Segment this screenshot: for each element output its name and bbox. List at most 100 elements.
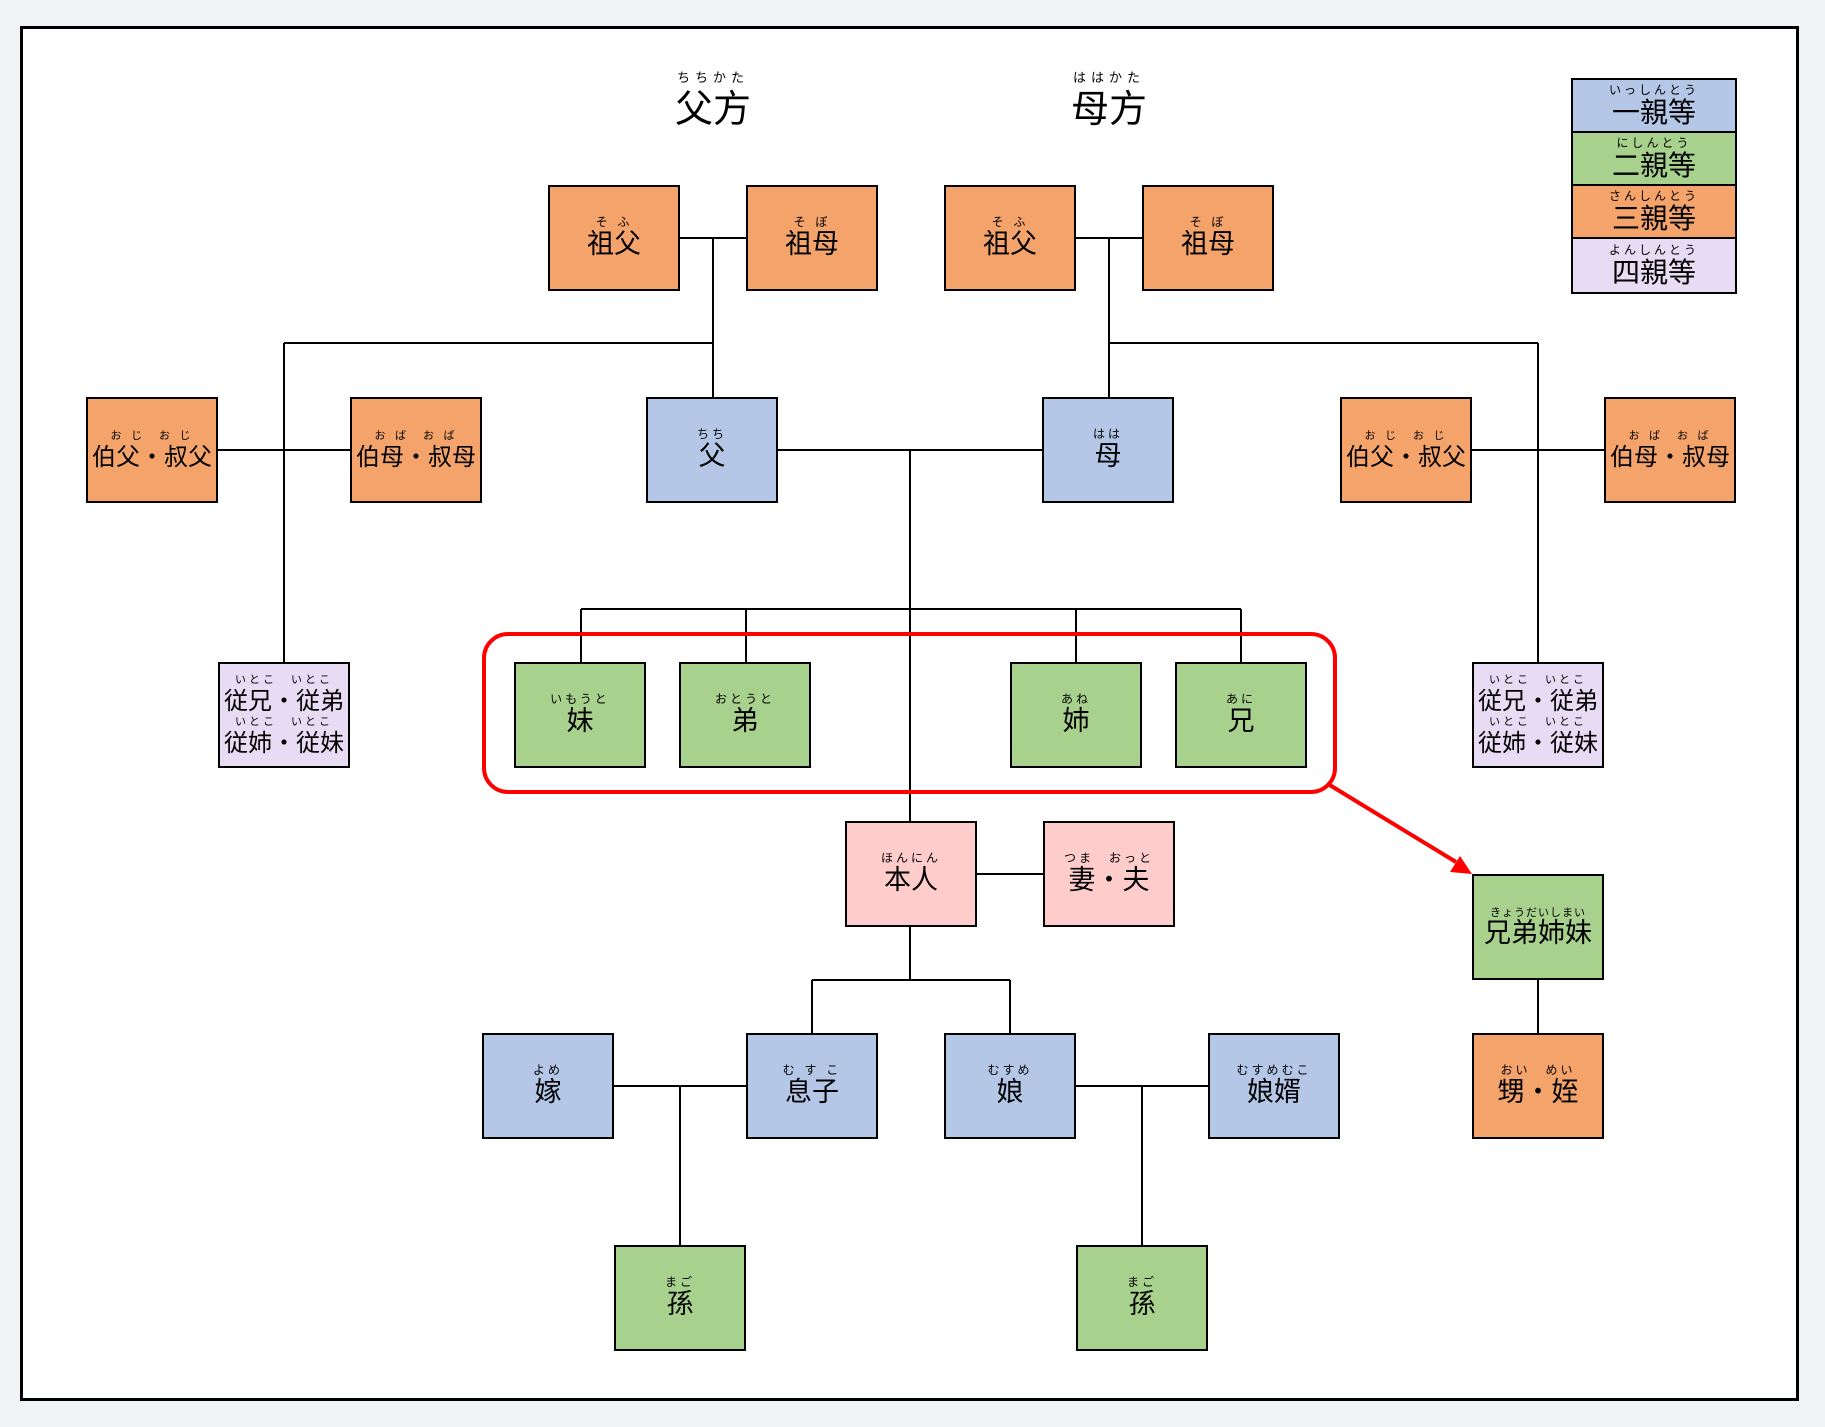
node-grandchild-1: まご 孫 [614, 1245, 746, 1351]
node-label: 本人 [884, 865, 938, 896]
node-daughter-in-law: よめ 嫁 [482, 1033, 614, 1139]
node-ruby: はは [1092, 427, 1123, 441]
node-label: 祖父 [983, 229, 1037, 260]
node-ruby: いとこ いとこ [235, 715, 333, 728]
node-ruby: おい めい [1500, 1063, 1576, 1077]
node-ruby: いとこ いとこ [235, 673, 333, 686]
node-label: 祖母 [1181, 229, 1235, 260]
node-ruby: お ば お ば [1628, 429, 1712, 442]
node-grandmother-maternal: そ ぼ 祖母 [1142, 185, 1274, 291]
node-daughter: むすめ 娘 [944, 1033, 1076, 1139]
highlight-arrow-line [1326, 782, 1458, 864]
node-ruby: そ ふ [595, 215, 633, 229]
node-label: 兄 [1227, 706, 1255, 737]
node-ruby: きょうだいしまい [1490, 906, 1586, 919]
node-grandfather-paternal: そ ふ 祖父 [548, 185, 680, 291]
node-nephew-niece: おい めい 甥・姪 [1472, 1033, 1604, 1139]
node-grandmother-paternal: そ ぼ 祖母 [746, 185, 878, 291]
legend-ruby: よんしんとう [1608, 242, 1699, 257]
node-label: 父 [698, 441, 726, 472]
heading-maternal-ruby: ははかた [1072, 71, 1145, 86]
node-cousins-maternal: いとこ いとこ 従兄・従弟 いとこ いとこ 従姉・従妹 [1472, 662, 1604, 768]
node-son-in-law: むすめむこ 娘婿 [1208, 1033, 1340, 1139]
node-younger-brother: おとうと 弟 [679, 662, 811, 768]
node-ruby: そ ふ [991, 215, 1029, 229]
node-label: 甥・姪 [1497, 1077, 1579, 1108]
node-label: 妻・夫 [1068, 865, 1150, 896]
node-ruby: あに [1225, 692, 1256, 706]
legend-ruby: にしんとう [1616, 135, 1692, 150]
node-older-sister: あね 姉 [1010, 662, 1142, 768]
node-label: 祖父 [587, 229, 641, 260]
node-uncle-maternal: お じ お じ 伯父・叔父 [1340, 397, 1472, 503]
node-label: 祖母 [785, 229, 839, 260]
node-label: 嫁 [534, 1077, 562, 1108]
heading-paternal-label: 父方 [674, 87, 751, 131]
node-label: 従兄・従弟 [224, 687, 344, 715]
node-label: 娘婿 [1247, 1077, 1301, 1108]
heading-maternal: ははかた 母方 [1009, 72, 1209, 132]
legend-label: 二親等 [1611, 148, 1696, 182]
node-label: 孫 [1128, 1289, 1156, 1320]
node-uncle-paternal: お じ お じ 伯父・叔父 [86, 397, 218, 503]
node-ruby: まご [1126, 1275, 1157, 1289]
node-ruby: おとうと [714, 692, 775, 706]
legend-item-2: にしんとう 二親等 [1573, 133, 1735, 186]
legend-ruby: いっしんとう [1608, 82, 1699, 97]
node-aunt-maternal: お ば お ば 伯母・叔母 [1604, 397, 1736, 503]
legend-item-1: いっしんとう 一親等 [1573, 80, 1735, 133]
node-ruby: む す こ [782, 1063, 842, 1077]
node-ruby: つま おっと [1063, 851, 1154, 865]
node-label: 妹 [566, 706, 594, 737]
node-label: 娘 [996, 1077, 1024, 1108]
legend-label: 三親等 [1611, 201, 1696, 235]
node-self: ほんにん 本人 [845, 821, 977, 927]
node-ruby: そ ぼ [793, 215, 831, 229]
node-ruby: お じ お じ [1364, 429, 1448, 442]
node-label: 従姉・従妹 [1478, 729, 1598, 757]
node-label: 母 [1094, 441, 1122, 472]
node-ruby: むすめむこ [1236, 1063, 1312, 1077]
node-label: 弟 [731, 706, 759, 737]
node-mother: はは 母 [1042, 397, 1174, 503]
node-ruby: いとこ いとこ [1489, 673, 1587, 686]
heading-paternal: ちちかた 父方 [613, 72, 813, 132]
node-siblings-collective: きょうだいしまい 兄弟姉妹 [1472, 874, 1604, 980]
legend-label: 四親等 [1611, 255, 1696, 289]
node-label: 息子 [785, 1077, 839, 1108]
node-ruby: ちち [696, 427, 727, 441]
siblings-highlight-frame [482, 632, 1337, 794]
node-aunt-paternal: お ば お ば 伯母・叔母 [350, 397, 482, 503]
legend-item-3: さんしんとう 三親等 [1573, 186, 1735, 239]
node-ruby: あね [1060, 692, 1091, 706]
legend: いっしんとう 一親等 にしんとう 二親等 さんしんとう 三親等 よんしんとう 四… [1571, 78, 1737, 294]
node-label: 姉 [1062, 706, 1090, 737]
node-younger-sister: いもうと 妹 [514, 662, 646, 768]
node-label: 伯母・叔母 [1610, 443, 1730, 471]
highlight-arrow-head [1450, 856, 1472, 874]
node-ruby: いもうと [550, 692, 610, 706]
node-ruby: よめ [532, 1063, 563, 1077]
node-grandchild-2: まご 孫 [1076, 1245, 1208, 1351]
node-label: 伯父・叔父 [92, 443, 212, 471]
node-ruby: まご [664, 1275, 695, 1289]
node-ruby: お じ お じ [110, 429, 194, 442]
legend-item-4: よんしんとう 四親等 [1573, 239, 1735, 292]
node-father: ちち 父 [646, 397, 778, 503]
node-ruby: お ば お ば [374, 429, 458, 442]
heading-maternal-label: 母方 [1070, 87, 1147, 131]
node-cousins-paternal: いとこ いとこ 従兄・従弟 いとこ いとこ 従姉・従妹 [218, 662, 350, 768]
legend-ruby: さんしんとう [1608, 188, 1699, 203]
node-label: 伯母・叔母 [356, 443, 476, 471]
node-son: む す こ 息子 [746, 1033, 878, 1139]
node-ruby: そ ぼ [1189, 215, 1227, 229]
node-label: 孫 [666, 1289, 694, 1320]
node-grandfather-maternal: そ ふ 祖父 [944, 185, 1076, 291]
node-label: 従兄・従弟 [1478, 687, 1598, 715]
node-ruby: むすめ [987, 1063, 1033, 1077]
node-label: 伯父・叔父 [1346, 443, 1466, 471]
node-spouse: つま おっと 妻・夫 [1043, 821, 1175, 927]
node-label: 従姉・従妹 [224, 729, 344, 757]
node-older-brother: あに 兄 [1175, 662, 1307, 768]
